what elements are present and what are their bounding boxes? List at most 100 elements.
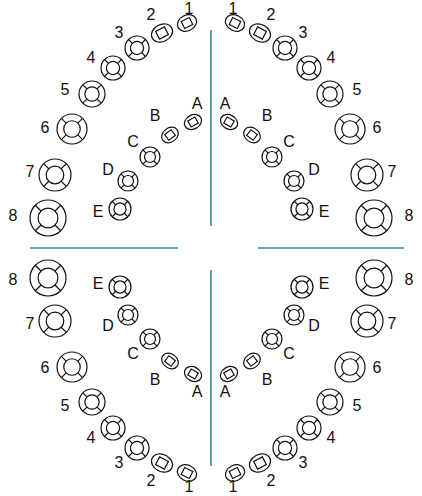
- surface-divider: [143, 332, 146, 335]
- surface-divider: [298, 174, 301, 177]
- surface-divider: [121, 174, 124, 177]
- tooth-symbol: [57, 352, 87, 382]
- surface-divider: [301, 73, 305, 77]
- tooth-symbol: [140, 329, 160, 349]
- surface-divider: [55, 205, 61, 211]
- tooth-outline: [159, 350, 182, 372]
- tooth-outline: [284, 305, 304, 325]
- tooth-symbol: [297, 416, 321, 440]
- tooth-outline: [356, 260, 392, 296]
- surface-divider: [290, 440, 294, 444]
- tooth-surface: [130, 441, 143, 454]
- surface-divider: [124, 279, 128, 283]
- tooth-outline: [79, 81, 105, 107]
- surface-divider: [112, 201, 116, 205]
- tooth-number: 1: [185, 1, 194, 17]
- tooth-surface: [254, 457, 267, 469]
- tooth-outline: [356, 200, 392, 236]
- surface-divider: [321, 99, 325, 103]
- tooth-symbol: [39, 305, 71, 337]
- tooth-outline: [30, 260, 66, 296]
- tooth-outline: [246, 20, 273, 45]
- surface-divider: [306, 213, 310, 217]
- tooth-outline: [125, 436, 149, 460]
- surface-divider: [298, 308, 301, 311]
- tooth-surface: [114, 281, 126, 293]
- surface-divider: [265, 150, 268, 153]
- tooth-number: 3: [115, 455, 124, 471]
- tooth-number: 8: [405, 272, 414, 288]
- tooth-symbol: [291, 198, 313, 220]
- surface-divider: [61, 135, 66, 140]
- surface-divider: [44, 164, 49, 169]
- tooth-number: 1: [229, 479, 238, 495]
- tooth-outline: [182, 111, 205, 132]
- tooth-surface: [156, 457, 169, 469]
- surface-divider: [301, 433, 305, 437]
- surface-divider: [314, 60, 318, 64]
- surface-divider: [143, 343, 146, 346]
- tooth-symbol: [351, 159, 383, 191]
- tooth-number: 6: [373, 360, 382, 376]
- tooth-surface: [247, 356, 258, 366]
- tooth-number: 4: [327, 430, 336, 446]
- tooth-outline: [335, 352, 365, 382]
- tooth-surface: [64, 359, 81, 376]
- tooth-symbol: [284, 305, 304, 325]
- surface-divider: [290, 453, 294, 457]
- surface-divider: [97, 85, 101, 89]
- tooth-number: B: [262, 372, 273, 388]
- surface-divider: [306, 291, 310, 295]
- tooth-surface: [289, 176, 300, 187]
- tooth-outline: [317, 81, 343, 107]
- surface-divider: [321, 85, 325, 89]
- tooth-symbol: [297, 56, 321, 80]
- tooth-number: B: [150, 108, 161, 124]
- surface-divider: [129, 53, 133, 57]
- surface-divider: [118, 420, 122, 424]
- tooth-surface: [46, 166, 64, 184]
- tooth-symbol: [335, 114, 365, 144]
- surface-divider: [290, 53, 294, 57]
- tooth-surface: [123, 176, 134, 187]
- surface-divider: [118, 60, 122, 64]
- surface-divider: [294, 291, 298, 295]
- tooth-number: D: [308, 318, 320, 334]
- surface-divider: [306, 279, 310, 283]
- surface-divider: [44, 310, 49, 315]
- surface-divider: [373, 327, 378, 332]
- tooth-symbol: [30, 200, 66, 236]
- tooth-symbol: [182, 111, 205, 132]
- tooth-surface: [267, 152, 278, 163]
- quadrant-divider: [210, 30, 212, 226]
- tooth-outline: [351, 159, 383, 191]
- tooth-surface: [224, 117, 234, 127]
- tooth-number: D: [308, 162, 320, 178]
- surface-divider: [35, 285, 41, 291]
- surface-divider: [290, 40, 294, 44]
- tooth-surface: [254, 27, 267, 39]
- surface-divider: [154, 150, 157, 153]
- tooth-symbol: [262, 147, 282, 167]
- tooth-outline: [273, 36, 297, 60]
- tooth-outline: [291, 198, 313, 220]
- surface-divider: [339, 356, 344, 361]
- surface-divider: [132, 174, 135, 177]
- tooth-symbol: [241, 124, 264, 146]
- tooth-outline: [159, 124, 182, 146]
- tooth-surface: [123, 310, 134, 321]
- surface-divider: [97, 99, 101, 103]
- surface-divider: [97, 393, 101, 397]
- tooth-surface: [289, 310, 300, 321]
- surface-divider: [335, 99, 339, 103]
- surface-divider: [124, 291, 128, 295]
- surface-divider: [356, 135, 361, 140]
- surface-divider: [105, 73, 109, 77]
- tooth-surface: [181, 468, 193, 479]
- tooth-surface: [106, 421, 119, 434]
- tooth-surface: [358, 312, 376, 330]
- tooth-outline: [118, 305, 138, 325]
- tooth-surface: [358, 166, 376, 184]
- tooth-number: 4: [87, 50, 96, 66]
